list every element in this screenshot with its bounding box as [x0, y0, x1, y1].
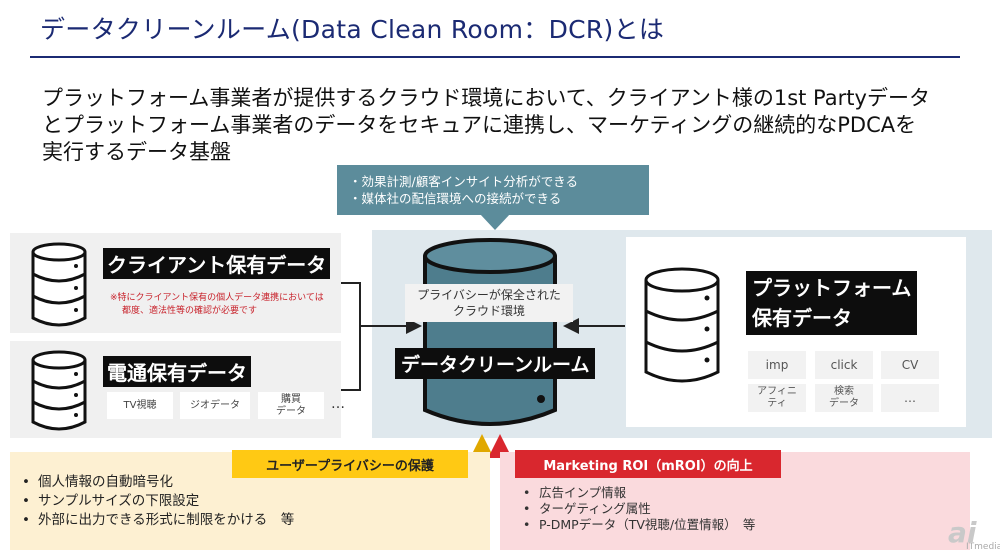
- client-data-title: クライアント保有データ: [103, 248, 331, 279]
- lead-line-3: 実行するデータ基盤: [42, 140, 231, 164]
- privacy-list: 個人情報の自動暗号化 サンプルサイズの下限設定 外部に出力できる形式に制限をかけ…: [22, 473, 294, 530]
- cloud-environment-label: プライバシーが保全された クラウド環境: [405, 284, 573, 322]
- list-item: ターゲティング属性: [523, 501, 755, 517]
- insight-pointer: [480, 214, 510, 230]
- platform-data-title: プラットフォーム 保有データ: [746, 271, 918, 335]
- data-flow-arrows: [341, 282, 625, 391]
- list-item: サンプルサイズの下限設定: [22, 492, 294, 511]
- title-underline: [30, 56, 960, 58]
- data-clean-room-cylinder: [423, 238, 557, 426]
- platform-database-icon: [644, 267, 720, 383]
- lead-line-1: プラットフォーム事業者が提供するクラウド環境において、クライアント様の1st P…: [42, 86, 930, 110]
- platform-chip-affinity: アフィニ ティ: [748, 384, 806, 412]
- list-item: 外部に出力できる形式に制限をかける 等: [22, 511, 294, 530]
- client-database-icon: [31, 242, 87, 327]
- platform-chip-search: 検索 データ: [815, 384, 873, 412]
- client-note-line-2: 都度、適法性等の確認が必要です: [122, 306, 258, 316]
- marketing-list: 広告インプ情報 ターゲティング属性 P-DMPデータ（TV視聴/位置情報） 等: [523, 485, 755, 533]
- insight-callout: ・効果計測/顧客インサイト分析ができる ・媒体社の配信環境への接続ができる: [337, 165, 649, 215]
- list-item: P-DMPデータ（TV視聴/位置情報） 等: [523, 517, 755, 533]
- dentsu-chip-geo: ジオデータ: [180, 392, 250, 419]
- list-item: 個人情報の自動暗号化: [22, 473, 294, 492]
- lead-line-2: とプラットフォーム事業者のデータをセキュアに連携し、マーケティングの継続的なPD…: [42, 113, 917, 137]
- platform-chip-cv: CV: [881, 351, 939, 379]
- dentsu-chip-tv: TV視聴: [107, 392, 173, 419]
- page-title: データクリーンルーム(Data Clean Room：DCR)とは: [40, 15, 665, 44]
- dentsu-data-title: 電通保有データ: [103, 356, 251, 387]
- insight-line-1: ・効果計測/顧客インサイト分析ができる: [349, 174, 578, 189]
- dentsu-database-icon: [31, 350, 87, 431]
- itmedia-logo-caption: ITmedia: [966, 542, 1000, 552]
- itmedia-logo: ai: [948, 516, 977, 549]
- insight-line-2: ・媒体社の配信環境への接続ができる: [349, 191, 562, 206]
- client-note-line-1: ※特にクライアント保有の個人データ連携においては: [110, 293, 324, 303]
- dentsu-more: …: [331, 396, 345, 412]
- platform-chip-more: …: [881, 384, 939, 412]
- client-data-note: ※特にクライアント保有の個人データ連携においては 都度、適法性等の確認が必要です: [110, 292, 324, 318]
- marketing-tag: Marketing ROI（mROI）の向上: [515, 450, 781, 478]
- list-item: 広告インプ情報: [523, 485, 755, 501]
- dcr-label: データクリーンルーム: [395, 348, 596, 379]
- platform-chip-imp: imp: [748, 351, 806, 379]
- platform-chip-click: click: [815, 351, 873, 379]
- dentsu-chip-purchase: 購買 データ: [258, 392, 324, 419]
